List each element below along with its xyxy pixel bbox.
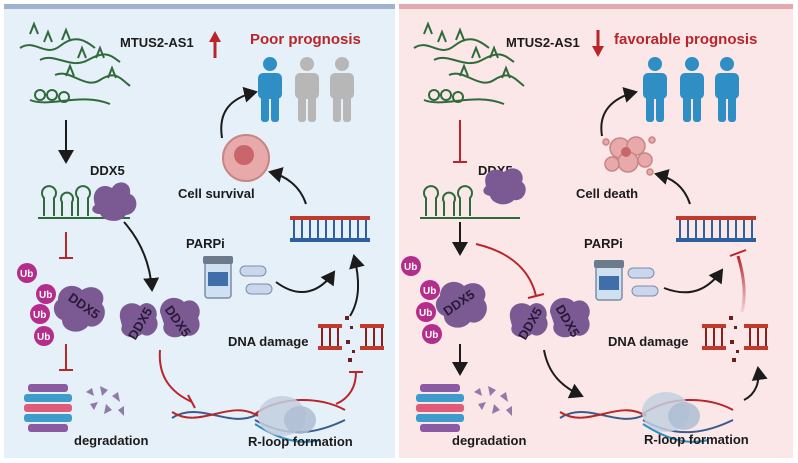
- prognosis-label: Poor prognosis: [250, 31, 361, 48]
- prognosis-label: favorable prognosis: [614, 31, 757, 48]
- outcome-label: Cell death: [576, 186, 638, 201]
- right-panel: MTUS2-AS1 favorable prognosis DDX5: [401, 21, 768, 448]
- ub-label: Ub: [423, 286, 436, 297]
- ddx5-protein: [483, 168, 526, 205]
- ub-label: Ub: [20, 269, 33, 280]
- ub-label: Ub: [33, 310, 46, 321]
- person-icon: [715, 57, 739, 122]
- person-icon: [295, 57, 319, 122]
- gene-label: MTUS2-AS1: [506, 35, 580, 50]
- drug-label: PARPi: [186, 236, 225, 251]
- degradation-label: degradation: [452, 433, 526, 448]
- ddx5-protein: [550, 297, 590, 338]
- down-arrow-icon: [592, 30, 604, 57]
- damage-label: DNA damage: [608, 334, 688, 349]
- rna-icon: [19, 21, 131, 105]
- person-icon: [258, 57, 282, 122]
- ub-label: Ub: [37, 332, 50, 343]
- left-panel: MTUS2-AS1 Poor prognosis DDX5: [17, 21, 384, 449]
- protein-label: DDX5: [90, 163, 125, 178]
- rloop-label: R-loop formation: [248, 434, 353, 449]
- polymerase-icon: [258, 396, 316, 436]
- dna-icon: [290, 216, 370, 242]
- ub-chain: Ub Ub Ub Ub: [401, 256, 442, 344]
- pill-bottle-icon: [203, 256, 233, 299]
- gene-label: MTUS2-AS1: [120, 35, 194, 50]
- ub-label: Ub: [419, 308, 432, 319]
- up-arrow-icon: [209, 31, 221, 58]
- rloop-label: R-loop formation: [644, 432, 749, 447]
- dna-icon: [676, 216, 756, 242]
- pill-bottle-icon: [594, 260, 624, 301]
- person-icon: [680, 57, 704, 122]
- rna-icon: [413, 21, 525, 105]
- dna-icon: [702, 316, 768, 362]
- person-icon: [643, 57, 667, 122]
- left-panel-bg: [4, 6, 395, 458]
- polymerase-icon: [642, 392, 700, 432]
- ddx5-protein: [92, 182, 137, 221]
- fragments: [474, 386, 512, 416]
- ddx5-protein: [119, 303, 158, 338]
- capsule-icon: [627, 267, 659, 297]
- ub-label: Ub: [404, 262, 417, 273]
- ub-label: Ub: [425, 330, 438, 341]
- fragments: [86, 386, 124, 416]
- dna-icon: [318, 316, 384, 362]
- ub-chain: Ub Ub Ub Ub: [17, 263, 56, 346]
- outcome-label: Cell survival: [178, 186, 255, 201]
- degradation-label: degradation: [74, 433, 148, 448]
- rna-icon: [420, 185, 520, 219]
- ddx5-protein: [53, 285, 105, 332]
- drug-label: PARPi: [584, 236, 623, 251]
- proteasome-icon: [416, 384, 464, 432]
- ddx5-protein: [160, 297, 200, 338]
- cell-icon: [222, 134, 270, 182]
- proteasome-icon: [24, 384, 72, 432]
- person-icon: [330, 57, 354, 122]
- capsule-icon: [239, 265, 273, 295]
- ub-label: Ub: [39, 290, 52, 301]
- damage-label: DNA damage: [228, 334, 308, 349]
- cell-icon: [602, 136, 656, 176]
- ddx5-protein: [435, 281, 487, 328]
- ddx5-protein: [509, 303, 548, 338]
